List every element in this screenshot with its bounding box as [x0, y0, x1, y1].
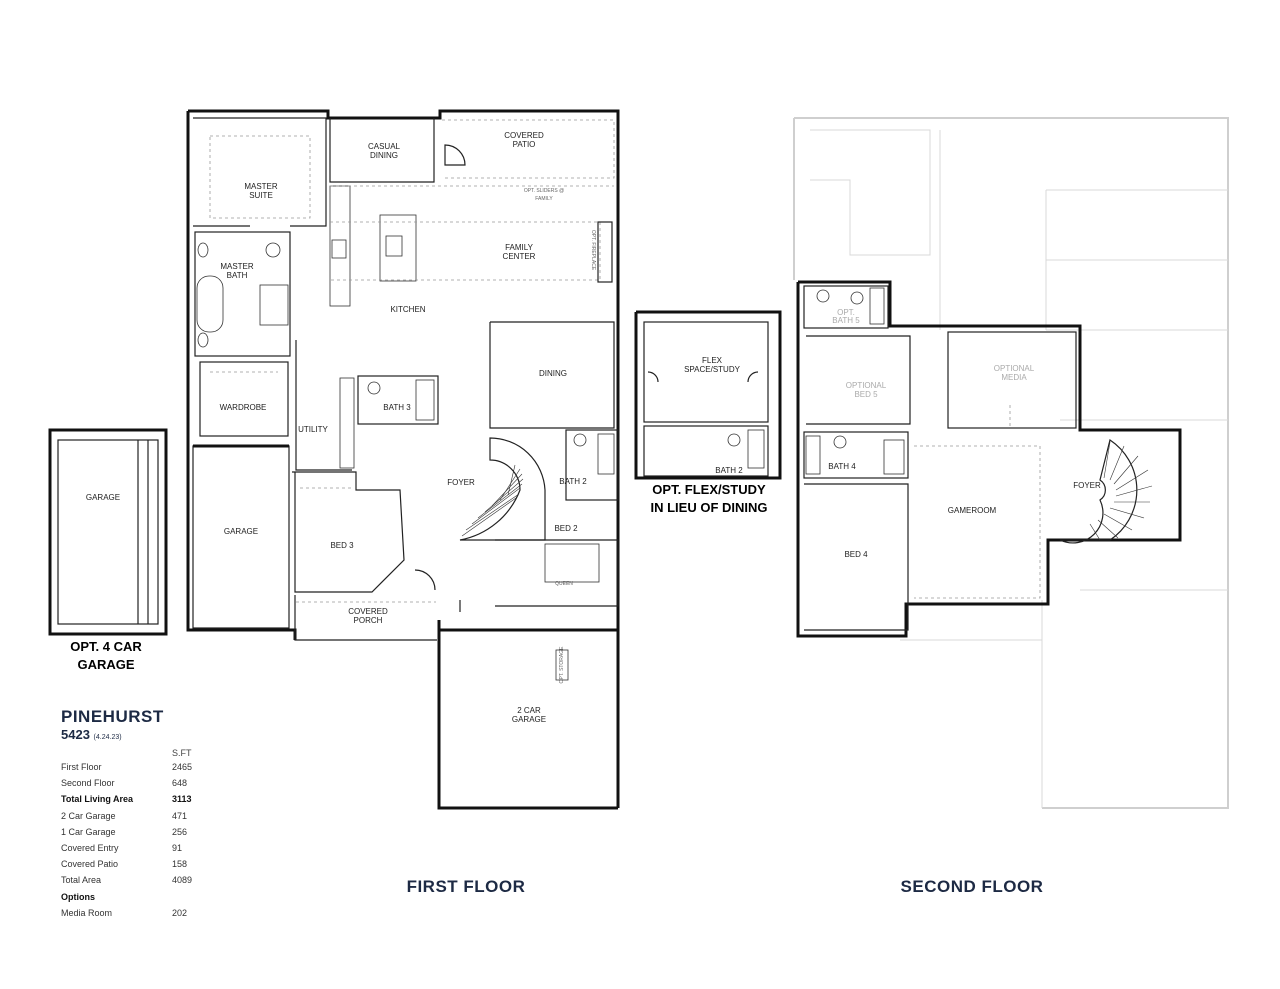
- master-suite-label-1: MASTER: [244, 182, 278, 191]
- area-table-row: Total Living Area 3113: [61, 791, 221, 807]
- area-table-row: Covered Entry 91: [61, 840, 221, 856]
- optional-bed-5-label-2: BED 5: [854, 390, 878, 399]
- area-table-row-value: 471: [172, 810, 188, 821]
- area-table-row-label: 1 Car Garage: [61, 826, 116, 837]
- covered-porch-label-1: COVERED: [348, 607, 388, 616]
- family-center-label-2: CENTER: [503, 252, 536, 261]
- queen-bed-label: QUEEN: [555, 581, 573, 587]
- foyer-label: FOYER: [447, 478, 475, 487]
- 2-car-garage-label-1: 2 CAR: [517, 706, 541, 715]
- area-table-row-label: Second Floor: [61, 778, 115, 789]
- casual-dining-label-1: CASUAL: [368, 142, 401, 151]
- first-floor-plan: [186, 109, 620, 810]
- attic-stairs-label: OPT. STORAGE: [559, 646, 565, 684]
- plan-number-line: 5423 (4.24.23): [61, 727, 221, 745]
- opt-4-car-garage-line2: GARAGE: [77, 657, 134, 672]
- area-table-row-value: 4089: [172, 875, 193, 886]
- area-table-row-label: Covered Patio: [61, 859, 119, 870]
- flex-label-1: FLEX: [702, 356, 723, 365]
- area-table-row-value: 2465: [172, 762, 193, 773]
- plan-name: PINEHURST: [61, 707, 164, 726]
- area-table-row: 1 Car Garage 256: [61, 824, 221, 840]
- 2-car-garage-label-2: GARAGE: [512, 715, 546, 724]
- opt-garage-label: GARAGE: [86, 493, 120, 502]
- dining-label: DINING: [539, 369, 567, 378]
- area-table-row: First Floor 2465: [61, 759, 221, 775]
- flex-bath-2-label: BATH 2: [715, 466, 743, 475]
- opt-4-car-garage-plan: GARAGE: [48, 428, 168, 636]
- master-suite-label-2: SUITE: [249, 191, 273, 200]
- wardrobe-label: WARDROBE: [220, 403, 267, 412]
- bed-4-label: BED 4: [844, 550, 868, 559]
- flex-option-line1: OPT. FLEX/STUDY: [652, 482, 766, 497]
- area-table-row: Second Floor 648: [61, 775, 221, 791]
- area-table-row-label: Total Area: [61, 875, 102, 886]
- opt-bath-5-label-2: BATH 5: [832, 316, 860, 325]
- sqft-unit-header: S.FT: [172, 748, 192, 758]
- covered-patio-label-1: COVERED: [504, 131, 544, 140]
- option-table-row-label: Media Room: [61, 907, 113, 918]
- options-header: Options: [61, 891, 95, 902]
- utility-label: UTILITY: [298, 425, 328, 434]
- area-table-row-label: 2 Car Garage: [61, 810, 116, 821]
- opt-fireplace-label: OPT. FIREPLACE: [590, 230, 596, 271]
- option-table-row-value: 202: [172, 907, 188, 918]
- option-table-row: Media Room 202: [61, 905, 221, 921]
- casual-dining-label-2: DINING: [370, 151, 398, 160]
- bed-2-label: BED 2: [554, 524, 578, 533]
- opt-sliders-label-1: OPT. SLIDERS @: [524, 188, 564, 194]
- flex-option-line2: IN LIEU OF DINING: [651, 500, 768, 515]
- bath-2-label: BATH 2: [559, 477, 587, 486]
- optional-bed-5-label-1: OPTIONAL: [846, 381, 887, 390]
- area-table-row-label: Total Living Area: [61, 794, 134, 805]
- optional-media-label-1: OPTIONAL: [994, 364, 1035, 373]
- garage-1car-label: GARAGE: [224, 527, 258, 536]
- area-table-row: Total Area 4089: [61, 872, 221, 888]
- area-table-header: S.FT: [61, 747, 221, 759]
- area-table-row-value: 158: [172, 859, 188, 870]
- bath-3-label: BATH 3: [383, 403, 411, 412]
- optional-media-label-2: MEDIA: [1001, 373, 1027, 382]
- covered-patio-label-2: PATIO: [513, 140, 536, 149]
- area-table-row-label: Covered Entry: [61, 843, 119, 854]
- options-header-row: Options: [61, 889, 221, 905]
- flex-label-2: SPACE/STUDY: [684, 365, 741, 374]
- master-bath-label-2: BATH: [227, 271, 248, 280]
- kitchen-label: KITCHEN: [390, 305, 425, 314]
- opt-sliders-label-2: FAMILY: [535, 196, 553, 202]
- opt-bath-5-label-1: OPT.: [837, 308, 855, 317]
- second-foyer-label: FOYER: [1073, 481, 1101, 490]
- master-bath-label-1: MASTER: [220, 262, 254, 271]
- covered-porch-label-2: PORCH: [354, 616, 383, 625]
- plan-number: 5423: [61, 727, 90, 742]
- gameroom-label: GAMEROOM: [948, 506, 997, 515]
- area-table-row-value: 648: [172, 778, 188, 789]
- flex-option-plan: FLEX SPACE/STUDY BATH 2: [634, 310, 782, 480]
- area-table-row-value: 256: [172, 826, 188, 837]
- area-table-row-label: First Floor: [61, 762, 102, 773]
- first-floor-title: FIRST FLOOR: [407, 877, 526, 896]
- second-floor-labels: OPT. BATH 5 OPTIONAL BED 5 OPTIONAL MEDI…: [828, 308, 1101, 559]
- area-table-row: 2 Car Garage 471: [61, 808, 221, 824]
- bed-3-label: BED 3: [330, 541, 354, 550]
- opt-4-car-garage-line1: OPT. 4 CAR: [70, 639, 142, 654]
- bath-4-label: BATH 4: [828, 462, 856, 471]
- plan-info-block: PINEHURST 5423 (4.24.23) S.FT First Floo…: [61, 707, 221, 921]
- family-center-label-1: FAMILY: [505, 243, 534, 252]
- second-floor-plan: [793, 117, 1229, 809]
- plan-date: (4.24.23): [93, 734, 122, 741]
- first-floor-labels: CASUAL DINING COVERED PATIO MASTER SUITE…: [220, 131, 596, 724]
- area-table-row: Covered Patio 158: [61, 856, 221, 872]
- area-table-row-value: 91: [172, 843, 183, 854]
- second-floor-title: SECOND FLOOR: [901, 877, 1044, 896]
- area-table-row-value: 3113: [172, 794, 192, 805]
